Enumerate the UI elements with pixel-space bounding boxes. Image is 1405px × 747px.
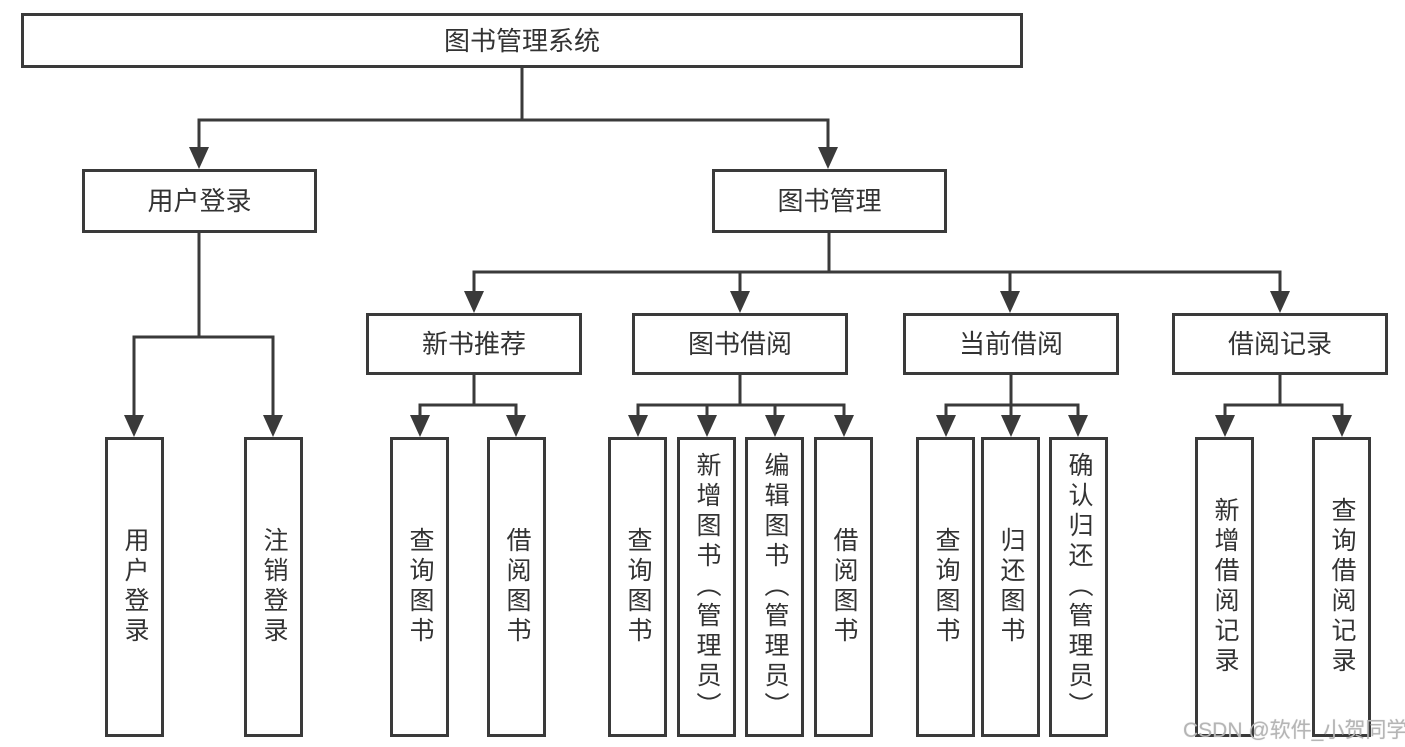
node-label: 图书借阅 — [687, 329, 792, 359]
leaf-logout: 注销登录 — [244, 437, 303, 737]
node-root-library-management-system: 图书管理系统 — [21, 13, 1023, 68]
node-user-login-branch: 用户登录 — [82, 169, 317, 233]
node-label: 新增图书（管理员） — [693, 452, 721, 722]
node-current-borrowing: 当前借阅 — [903, 313, 1119, 375]
node-label: 当前借阅 — [958, 329, 1063, 359]
node-label: 查询借阅记录 — [1328, 497, 1356, 677]
node-book-borrowing: 图书借阅 — [632, 313, 848, 375]
node-label: 借阅图书 — [503, 527, 531, 647]
leaf-add-books-admin: 新增图书（管理员） — [677, 437, 736, 737]
node-label: 用户登录 — [121, 527, 149, 647]
leaf-query-borrow-record: 查询借阅记录 — [1312, 437, 1371, 737]
node-label: 查询图书 — [406, 527, 434, 647]
node-label: 注销登录 — [260, 527, 288, 647]
leaf-user-login: 用户登录 — [105, 437, 164, 737]
leaf-edit-books-admin: 编辑图书（管理员） — [745, 437, 804, 737]
leaf-borrow-books-recommend: 借阅图书 — [487, 437, 546, 737]
csdn-watermark: CSDN @软件_小贺同学 — [1183, 719, 1405, 742]
node-label: 图书管理系统 — [443, 25, 600, 56]
node-label: 新书推荐 — [421, 329, 526, 359]
leaf-borrow-books: 借阅图书 — [814, 437, 873, 737]
leaf-add-borrow-record: 新增借阅记录 — [1195, 437, 1254, 737]
node-new-book-recommendation: 新书推荐 — [366, 313, 582, 375]
leaf-query-books-recommend: 查询图书 — [390, 437, 449, 737]
node-label: 查询图书 — [624, 527, 652, 647]
node-label: 借阅图书 — [830, 527, 858, 647]
node-label: 编辑图书（管理员） — [761, 452, 789, 722]
leaf-confirm-return-admin: 确认归还（管理员） — [1049, 437, 1108, 737]
arrowheads — [124, 147, 1352, 437]
node-label: 查询图书 — [932, 527, 960, 647]
node-label: 归还图书 — [997, 527, 1025, 647]
node-borrowing-records: 借阅记录 — [1172, 313, 1388, 375]
node-label: 确认归还（管理员） — [1065, 452, 1093, 722]
node-label: 新增借阅记录 — [1211, 497, 1239, 677]
leaf-query-books-borrowing: 查询图书 — [608, 437, 667, 737]
leaf-query-books-current: 查询图书 — [916, 437, 975, 737]
node-label: 用户登录 — [147, 186, 252, 216]
node-label: 图书管理 — [777, 186, 882, 216]
node-book-management-branch: 图书管理 — [712, 169, 947, 233]
leaf-return-books: 归还图书 — [981, 437, 1040, 737]
node-label: 借阅记录 — [1227, 329, 1332, 359]
